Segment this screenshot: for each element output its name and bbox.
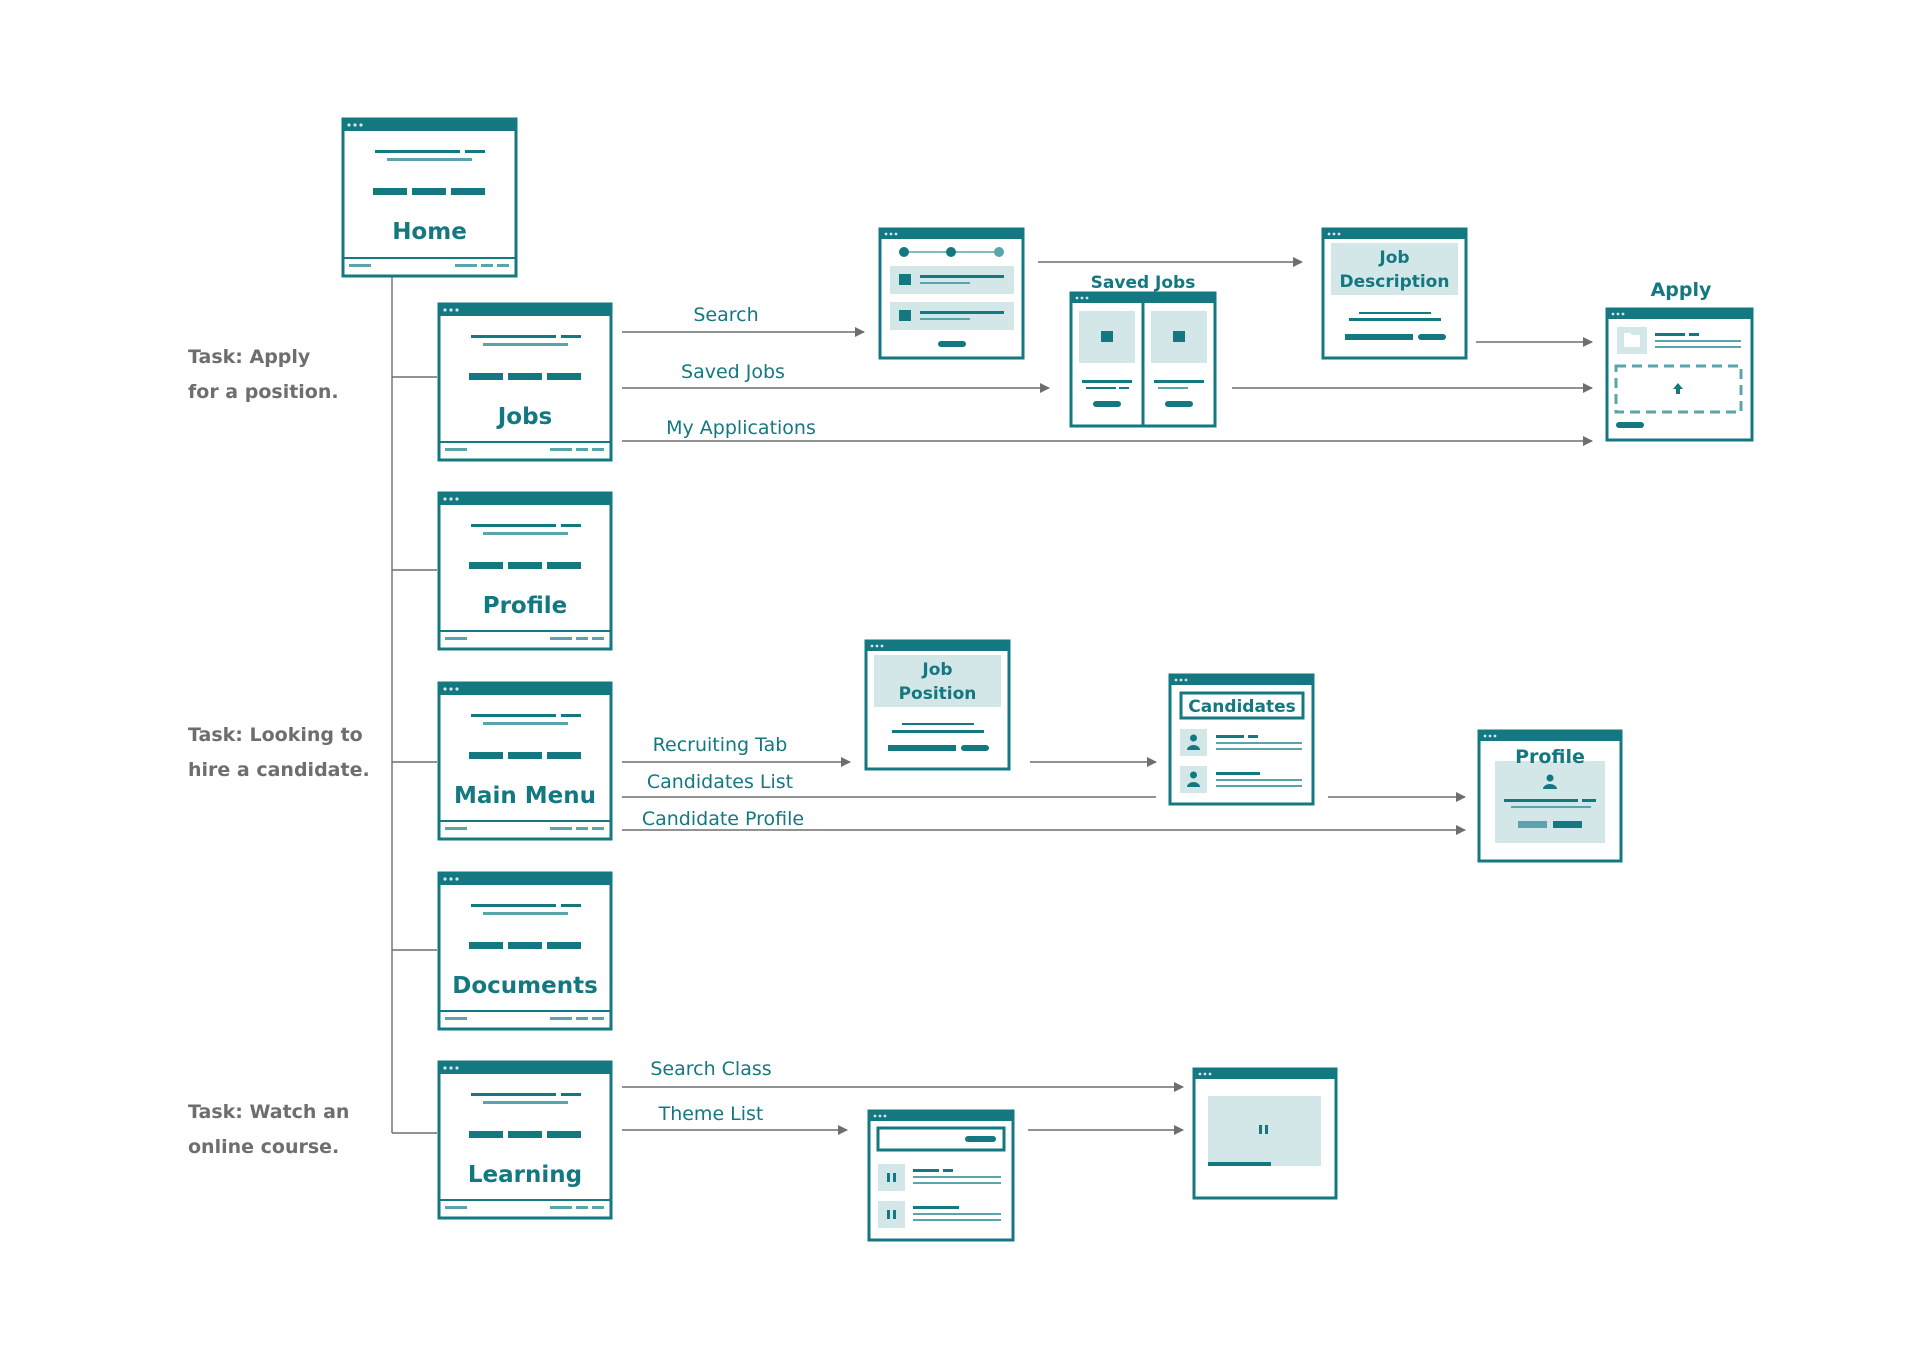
search-results-screen: [878, 227, 1025, 360]
folder-icon: [1624, 333, 1640, 347]
page-title-main-menu: Main Menu: [454, 783, 596, 809]
person-icon: [1190, 734, 1197, 742]
flow-label-candidates-list: Candidates List: [647, 771, 793, 793]
flow-label-saved-jobs: Saved Jobs: [681, 361, 785, 383]
task-line: online course.: [188, 1136, 340, 1158]
job-position-title-line2: Position: [899, 684, 977, 704]
page-title-profile: Profile: [483, 593, 568, 619]
video-area: [1208, 1096, 1321, 1166]
upload-dropzone: [1614, 364, 1743, 414]
task-hire-label: Task: Looking to hire a candidate.: [188, 718, 370, 788]
video-progress-bar: [1208, 1162, 1271, 1166]
task-line: hire a candidate.: [188, 759, 370, 781]
task-line: for a position.: [188, 381, 339, 403]
saved-jobs-screen: Saved Jobs: [1069, 273, 1217, 428]
apply-screen: Apply: [1605, 279, 1754, 442]
home-page-wireframe: Home: [341, 117, 518, 278]
page-title-home: Home: [392, 219, 467, 245]
learning-page-wireframe: Learning: [437, 1060, 613, 1220]
flow-label-recruiting-tab: Recruiting Tab: [653, 734, 788, 756]
main-menu-page-wireframe: Main Menu: [437, 681, 613, 841]
apply-title: Apply: [1651, 279, 1712, 301]
briefcase-icon: [899, 310, 911, 321]
flow-label-my-applications: My Applications: [666, 417, 816, 439]
person-icon: [1546, 774, 1554, 782]
step-dot: [946, 247, 956, 257]
play-icon: [887, 1173, 896, 1182]
upload-arrow-icon: [1673, 383, 1683, 394]
briefcase-icon: [1101, 331, 1113, 342]
pause-icon: [1259, 1125, 1268, 1134]
video-player-screen: [1192, 1067, 1338, 1200]
person-icon: [1190, 771, 1197, 779]
task-line: Task: Looking to: [188, 724, 363, 746]
briefcase-icon: [899, 274, 911, 285]
documents-page-wireframe: Documents: [437, 871, 613, 1031]
flow-label-search: Search: [693, 304, 758, 326]
flow-label-search-class: Search Class: [650, 1058, 771, 1080]
jobs-page-wireframe: Jobs: [437, 302, 613, 462]
candidates-header: Candidates: [1188, 697, 1295, 717]
play-icon: [887, 1210, 896, 1219]
task-course-label: Task: Watch an online course.: [188, 1095, 349, 1165]
job-description-title-line1: Job: [1378, 248, 1409, 268]
page-title-learning: Learning: [468, 1162, 582, 1188]
page-title-jobs: Jobs: [496, 404, 553, 430]
saved-jobs-title: Saved Jobs: [1091, 273, 1196, 293]
candidate-profile-screen: Profile: [1477, 729, 1623, 863]
task-line: Task: Apply: [188, 346, 311, 368]
job-position-title-line1: Job: [921, 660, 952, 680]
theme-list-screen: [867, 1109, 1015, 1242]
briefcase-icon: [1173, 331, 1185, 342]
job-description-title-line2: Description: [1340, 272, 1450, 292]
flow-label-candidate-profile: Candidate Profile: [642, 808, 804, 830]
flow-labels: Search Saved Jobs My Applications Recrui…: [642, 304, 816, 1125]
job-description-screen: Job Description: [1321, 227, 1468, 360]
profile-page-wireframe: Profile: [437, 491, 613, 651]
page-title-documents: Documents: [452, 973, 598, 999]
task-line: Task: Watch an: [188, 1101, 350, 1123]
step-dot: [994, 247, 1004, 257]
tree-connectors: [391, 277, 437, 1134]
flow-label-theme-list: Theme List: [658, 1103, 764, 1125]
task-apply-label: Task: Apply for a position.: [188, 340, 339, 410]
candidates-screen: Candidates: [1168, 673, 1315, 806]
profile-screen-title: Profile: [1515, 746, 1585, 768]
flow-arrows: [622, 257, 1593, 1135]
job-position-screen: Job Position: [864, 639, 1011, 771]
step-dot: [899, 247, 909, 257]
theme-search-bar: [876, 1126, 1006, 1152]
